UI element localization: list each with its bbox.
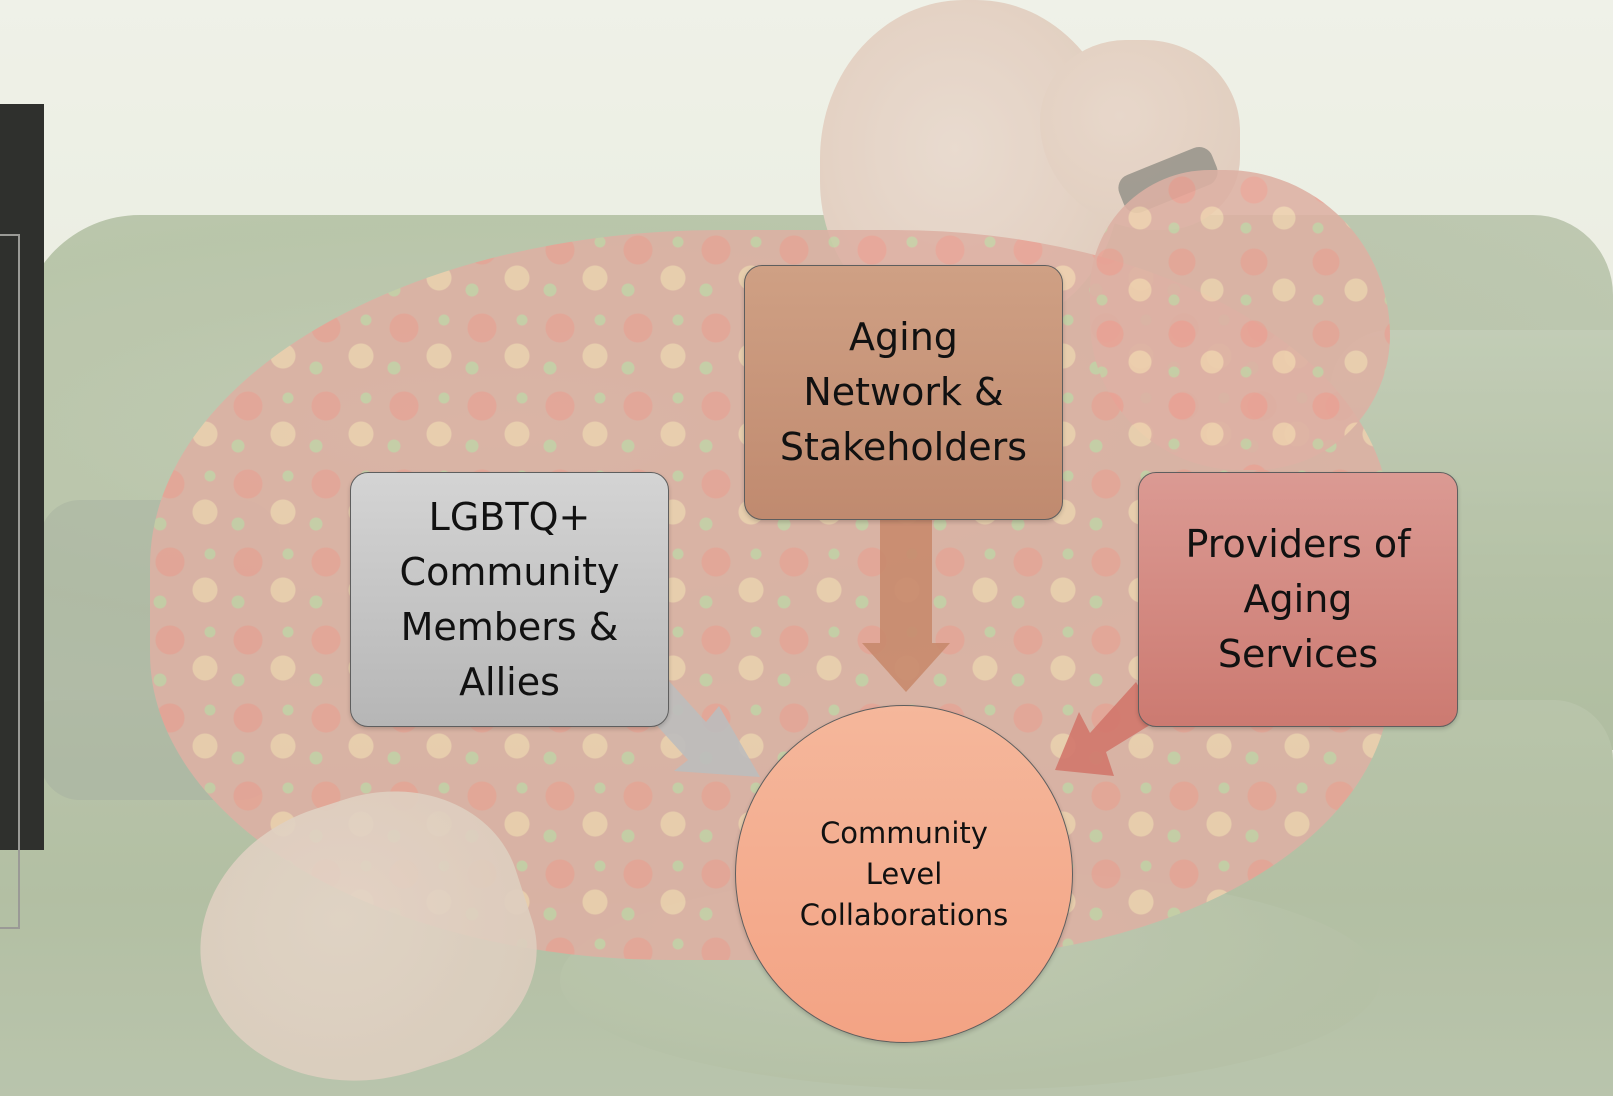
node-providers-line-1: Providers of xyxy=(1185,522,1411,566)
node-community-level-collaborations: Community Level Collaborations xyxy=(735,705,1073,1043)
node-aging-network-line-3: Stakeholders xyxy=(779,425,1028,469)
node-aging-network-line-2: Network & xyxy=(803,370,1004,414)
node-lgbtq-line-3: Members & xyxy=(400,604,619,649)
node-aging-network-stakeholders: Aging Network & Stakeholders xyxy=(744,265,1063,520)
node-lgbtq-line-2: Community xyxy=(399,549,620,594)
node-collaborations-line-1: Community xyxy=(820,815,988,850)
node-aging-network-line-1: Aging xyxy=(849,315,958,359)
arrow-lgbtq-to-collaborations xyxy=(651,680,760,777)
node-collaborations-line-2: Level xyxy=(865,856,943,891)
node-lgbtq-community-members-allies: LGBTQ+ Community Members & Allies xyxy=(350,472,669,727)
arrow-providers-to-collaborations xyxy=(1055,682,1158,776)
node-providers-of-aging-services: Providers of Aging Services xyxy=(1138,472,1458,727)
node-lgbtq-line-4: Allies xyxy=(459,659,560,704)
left-panel-frame xyxy=(0,234,20,929)
node-providers-line-3: Services xyxy=(1217,632,1379,676)
arrow-aging-network-to-collaborations xyxy=(862,520,950,692)
floral-sleeve xyxy=(1090,170,1390,470)
node-collaborations-line-3: Collaborations xyxy=(799,897,1009,932)
left-dark-panel xyxy=(0,104,44,929)
node-providers-line-2: Aging xyxy=(1243,577,1353,621)
node-lgbtq-line-1: LGBTQ+ xyxy=(428,494,591,539)
